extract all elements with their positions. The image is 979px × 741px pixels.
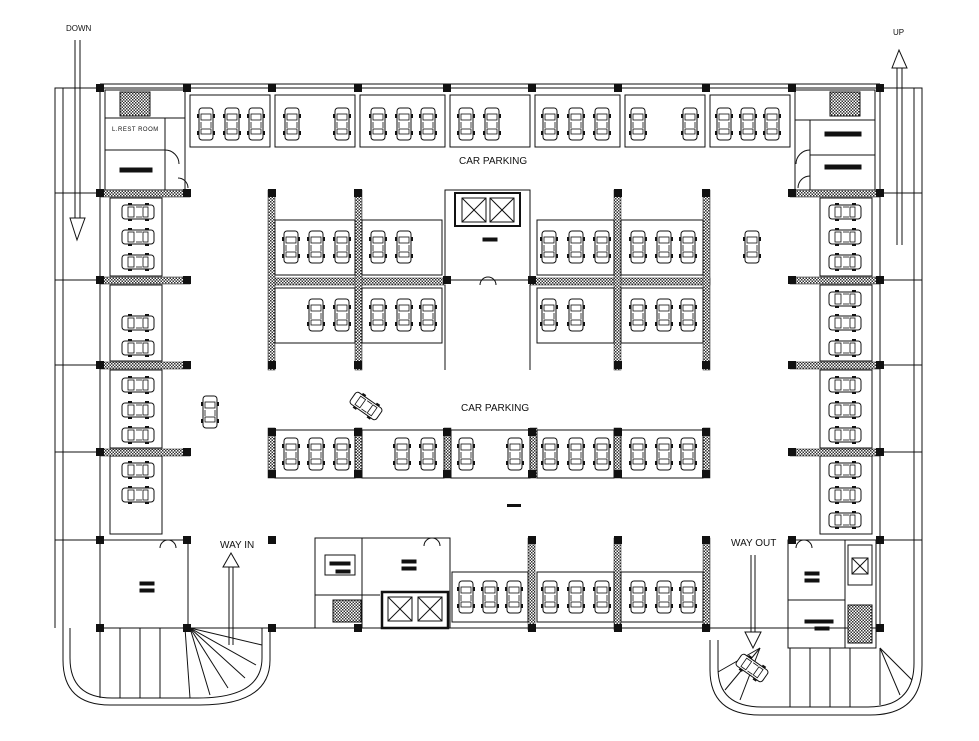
top-right-core [794, 89, 876, 191]
bottom-parking-row [451, 571, 704, 623]
bottom-row-cars [456, 580, 698, 614]
central-lower-cars [281, 437, 698, 471]
rest-room-label: L.REST ROOM [112, 127, 159, 133]
ramp-out-curve [709, 628, 923, 716]
ramp-in-curve [62, 627, 271, 706]
car-parking-center-label: CAR PARKING [461, 403, 529, 414]
marker-bar [507, 504, 521, 507]
bottom-left-room [99, 539, 189, 629]
hatched-walls [99, 189, 881, 631]
way-in-arrow-icon [222, 551, 240, 645]
way-out-label: WAY OUT [731, 538, 776, 549]
top-row-cars [196, 107, 782, 141]
car-parking-top-label: CAR PARKING [459, 156, 527, 167]
central-upper-block [274, 189, 704, 370]
moving-cars [200, 388, 771, 686]
up-label: UP [893, 28, 904, 37]
central-lower-row [274, 429, 704, 479]
bottom-right-core [787, 539, 877, 649]
top-parking-row [189, 94, 791, 148]
bottom-center-core [314, 537, 451, 630]
left-column-cars [121, 202, 155, 505]
top-left-core [104, 89, 189, 191]
outer-boundary [54, 83, 923, 629]
down-arrow-icon [69, 40, 86, 242]
up-arrow-icon [891, 48, 908, 245]
way-out-arrow-icon [744, 555, 762, 650]
way-in-label: WAY IN [220, 540, 254, 551]
down-label: DOWN [66, 24, 92, 33]
